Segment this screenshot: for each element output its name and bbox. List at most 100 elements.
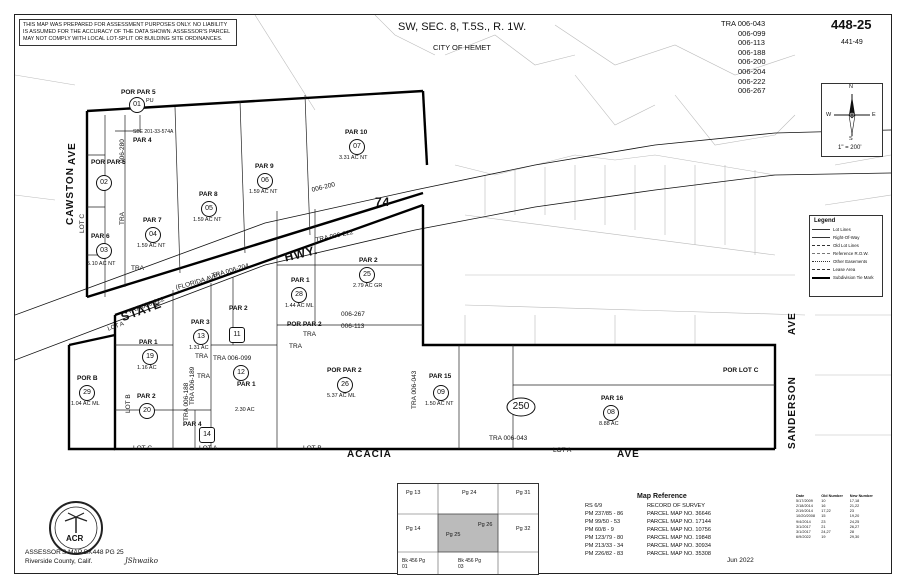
parcel-acres: PU xyxy=(146,98,154,104)
city-name: CITY OF HEMET xyxy=(433,43,491,52)
parcel-number: 14 xyxy=(199,427,215,443)
lot-c-left-label: LOT C xyxy=(79,213,86,233)
lot-b-label: LOT B xyxy=(303,445,322,452)
parcel-number: 28 xyxy=(291,287,307,303)
parcel-acres: 1.59 AC NT xyxy=(249,189,278,195)
parcel-acres: 2.79 AC GR xyxy=(353,283,383,289)
index-map-drawing xyxy=(398,484,538,574)
parcel-name: PAR 1 xyxy=(139,339,158,346)
tra-label: TRA xyxy=(131,265,144,272)
parcel-number: 13 xyxy=(193,329,209,345)
tra-list: TRA 006-043 006-099 006-113 006-188 006-… xyxy=(721,19,766,96)
parcel-name: PAR 1 xyxy=(237,381,256,388)
legend-item: Other Easements xyxy=(812,258,880,265)
parcel-name: PAR 7 xyxy=(143,217,162,224)
tra-item: 006-222 xyxy=(738,76,766,86)
parcel-number: 20 xyxy=(139,403,155,419)
tra-item: 006-043 xyxy=(737,19,766,28)
signature: JShwaiko xyxy=(125,557,158,565)
parcel-name: PAR 10 xyxy=(345,129,368,136)
legend-item: Subdivision Tie Mark xyxy=(812,274,880,281)
parcel-name: PAR 16 xyxy=(601,395,624,402)
parcel-name: PAR 8 xyxy=(199,191,218,198)
book-page-number: 448-25 xyxy=(831,17,872,32)
parcel-acres: 1.44 AC ML xyxy=(285,303,314,309)
legend-item: Lease Area xyxy=(812,266,880,273)
compass-n: N xyxy=(849,84,853,90)
parcel-name: PAR 2 xyxy=(137,393,156,400)
compass-rose-icon xyxy=(834,94,870,136)
assessor-map-label: ASSESSOR'S MAP BK448 PG 25 xyxy=(25,549,124,556)
parcel-acres: 1.04 AC ML xyxy=(71,401,100,407)
legend: Legend Lot Lines Right-Of-Way Old Lot Li… xyxy=(809,215,883,297)
index-page: Pg 32 xyxy=(516,526,531,532)
parcel-name: PAR 2 xyxy=(359,257,378,264)
tra-label: TRA xyxy=(195,353,208,360)
index-page: Bk 456 Pg 03 xyxy=(458,558,482,570)
parcel-acres: 1.50 AC NT xyxy=(425,401,454,407)
lot-b-left-label: LOT B xyxy=(125,394,132,413)
tra-item: 006-200 xyxy=(738,57,766,67)
tra-header: TRA xyxy=(721,19,736,28)
assessor-seal: ACR xyxy=(49,501,103,555)
index-page: Pg 13 xyxy=(406,490,421,496)
street-sanderson: SANDERSON xyxy=(787,376,798,449)
parcel-number: 02 xyxy=(96,175,112,191)
parcel-acres: 1.16 AC xyxy=(137,365,157,371)
parcel-name: PAR 1 xyxy=(291,277,310,284)
parcel-acres: 5.10 AC NT xyxy=(87,261,116,267)
tra-item: 006-099 xyxy=(738,28,766,38)
parcel-name: PAR 9 xyxy=(255,163,274,170)
parcel-name: POR PAR 5 xyxy=(91,159,126,166)
lot-c-label: LOT C xyxy=(133,445,153,452)
parcel-name: PAR 2 xyxy=(229,305,248,312)
compass-s: S xyxy=(849,136,853,142)
section-title: SW, SEC. 8, T.5S., R. 1W. xyxy=(398,21,527,33)
legend-item: Old Lot Lines xyxy=(812,242,880,249)
scale-text: 1" = 200' xyxy=(838,145,862,151)
parcel-number: 06 xyxy=(257,173,273,189)
parcel-number: 01 xyxy=(129,97,145,113)
parcel-acres: 8.88 AC xyxy=(599,421,619,427)
legend-item: Lot Lines xyxy=(812,226,880,233)
parcel-acres: 1.59 AC NT xyxy=(193,217,222,223)
parcel-number: 25 xyxy=(359,267,375,283)
parcel-number: 12 xyxy=(233,365,249,381)
tra-label: 006-113 xyxy=(341,323,365,330)
parcel-name: POR PAR 2 xyxy=(327,367,362,374)
parcel-number: 03 xyxy=(96,243,112,259)
block-number: 250 xyxy=(512,401,530,412)
index-page: Bk 456 Pg 01 xyxy=(402,558,426,570)
map-date: Jun 2022 xyxy=(727,557,754,564)
parcel-name: POR PAR 2 xyxy=(287,321,322,328)
compass-w: W xyxy=(826,112,832,118)
legend-item: Reference R.O.W. xyxy=(812,250,880,257)
tra-item: 006-113 xyxy=(738,38,765,48)
lot-a-label: LOT A xyxy=(199,445,218,452)
index-page: Pg 31 xyxy=(516,490,531,496)
parcel-name: PAR 6 xyxy=(91,233,110,240)
palm-tree-icon xyxy=(54,506,98,550)
parcel-acres: 5.37 AC ML xyxy=(327,393,356,399)
index-page: Pg 26 xyxy=(478,522,493,528)
tra-label: TRA xyxy=(197,373,210,380)
parcel-map-drawing xyxy=(15,15,891,451)
lot-a-mid-label: LOT A xyxy=(553,447,572,454)
parcel-number: 26 xyxy=(337,377,353,393)
tra-label: TRA 006-043 xyxy=(489,435,528,442)
parcel-number: 05 xyxy=(201,201,217,217)
street-route-74: 74 xyxy=(375,195,391,209)
index-page: Pg 25 xyxy=(446,532,461,538)
parcel-number: 04 xyxy=(145,227,161,243)
parcel-number: 19 xyxy=(142,349,158,365)
